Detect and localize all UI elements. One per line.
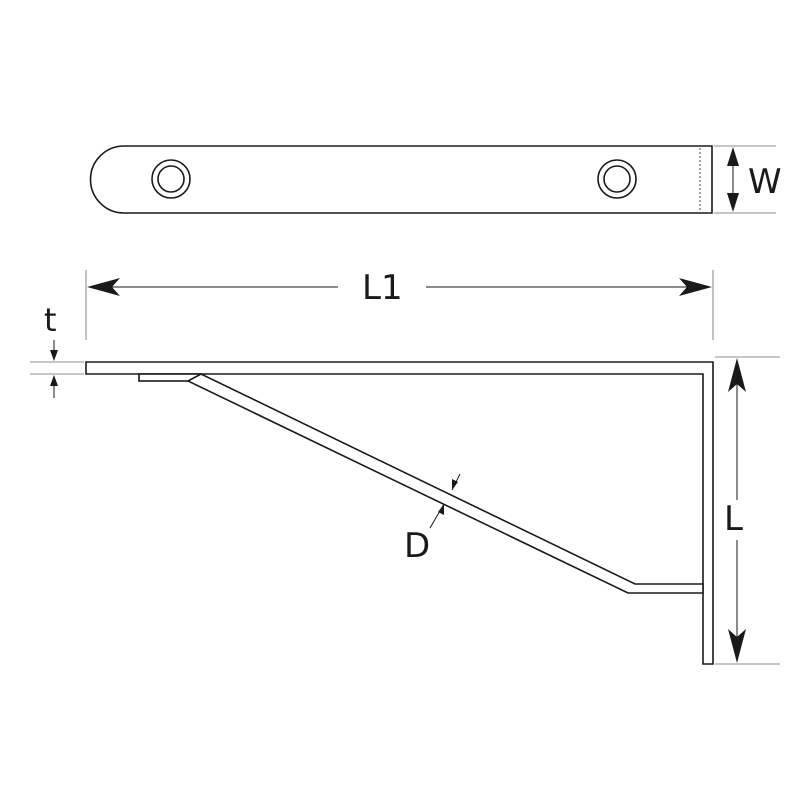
dimension-diameter: D xyxy=(404,473,461,566)
dimension-thickness: t xyxy=(30,301,84,398)
diagonal-brace xyxy=(186,373,704,594)
diameter-label: D xyxy=(404,526,430,566)
width-label: W xyxy=(748,162,782,202)
side-view xyxy=(85,361,714,665)
top-view-strip xyxy=(89,145,713,214)
dimension-width: W xyxy=(714,145,782,214)
bracket-arms xyxy=(85,361,714,665)
mounting-hole-left xyxy=(151,159,191,199)
top-view xyxy=(89,145,713,214)
overall-length-label: L1 xyxy=(362,268,403,308)
mounting-hole-right xyxy=(597,159,637,199)
dimension-height: L xyxy=(715,356,780,665)
thickness-label: t xyxy=(44,301,57,339)
dimension-overall-length: L1 xyxy=(85,268,714,340)
height-label: L xyxy=(724,499,743,539)
